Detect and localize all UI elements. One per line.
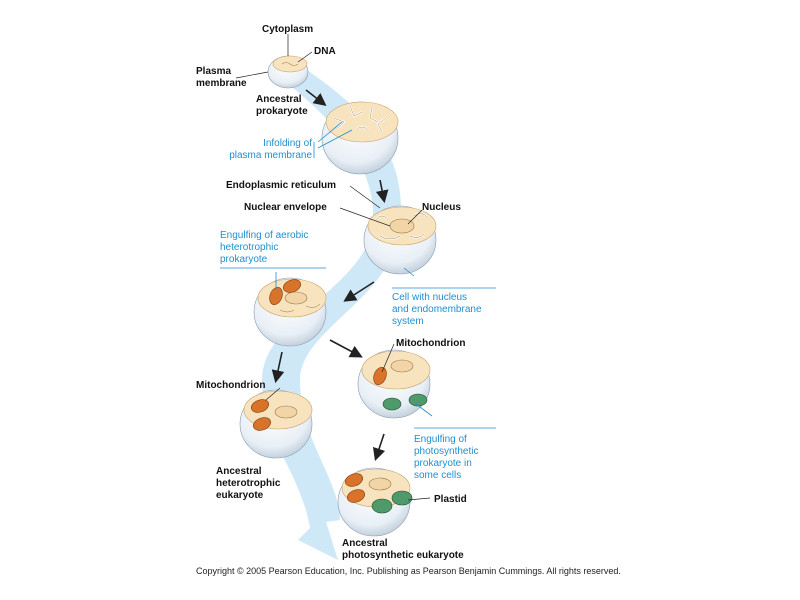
label-cytoplasm: Cytoplasm xyxy=(262,24,314,35)
cell-engulfing-aerobic xyxy=(253,277,327,347)
label-nucleus: Nucleus xyxy=(422,202,461,213)
label-mitochondrion-left: Mitochondrion xyxy=(196,380,266,391)
cell-engulfing-photosynthetic xyxy=(357,349,431,419)
step-arrows xyxy=(271,89,389,462)
label-infolding: Infolding of plasma membrane xyxy=(229,138,312,161)
label-ancestral-prokaryote: Ancestral prokaryote xyxy=(256,94,308,117)
label-nuclear-envelope: Nuclear envelope xyxy=(244,202,327,213)
label-plastid: Plastid xyxy=(434,494,467,505)
label-engulfing-aerobic: Engulfing of aerobic heterotrophic proka… xyxy=(220,230,309,265)
label-mitochondrion-right: Mitochondrion xyxy=(396,338,466,349)
leader-lines-blue xyxy=(220,121,496,429)
label-plasma-membrane: Plasma membrane xyxy=(196,66,247,89)
cell-photosynthetic-eukaryote xyxy=(337,467,413,537)
label-cell-nucleus-system: Cell with nucleus and endomembrane syste… xyxy=(392,292,482,327)
label-dna: DNA xyxy=(314,46,336,57)
cell-heterotrophic-eukaryote xyxy=(239,389,313,459)
cell-infolding xyxy=(321,101,399,175)
label-ancestral-photosynthetic: Ancestral photosynthetic eukaryote xyxy=(342,538,464,561)
cell-ancestral-prokaryote xyxy=(267,55,309,89)
cell-nucleus-endomembrane xyxy=(363,205,437,275)
label-engulfing-photosynthetic: Engulfing of photosynthetic prokaryote i… xyxy=(414,434,479,481)
copyright-notice: Copyright © 2005 Pearson Education, Inc.… xyxy=(196,566,621,576)
label-ancestral-heterotrophic: Ancestral heterotrophic eukaryote xyxy=(216,466,281,501)
label-endoplasmic-reticulum: Endoplasmic reticulum xyxy=(226,180,337,191)
leader-lines xyxy=(235,34,431,501)
